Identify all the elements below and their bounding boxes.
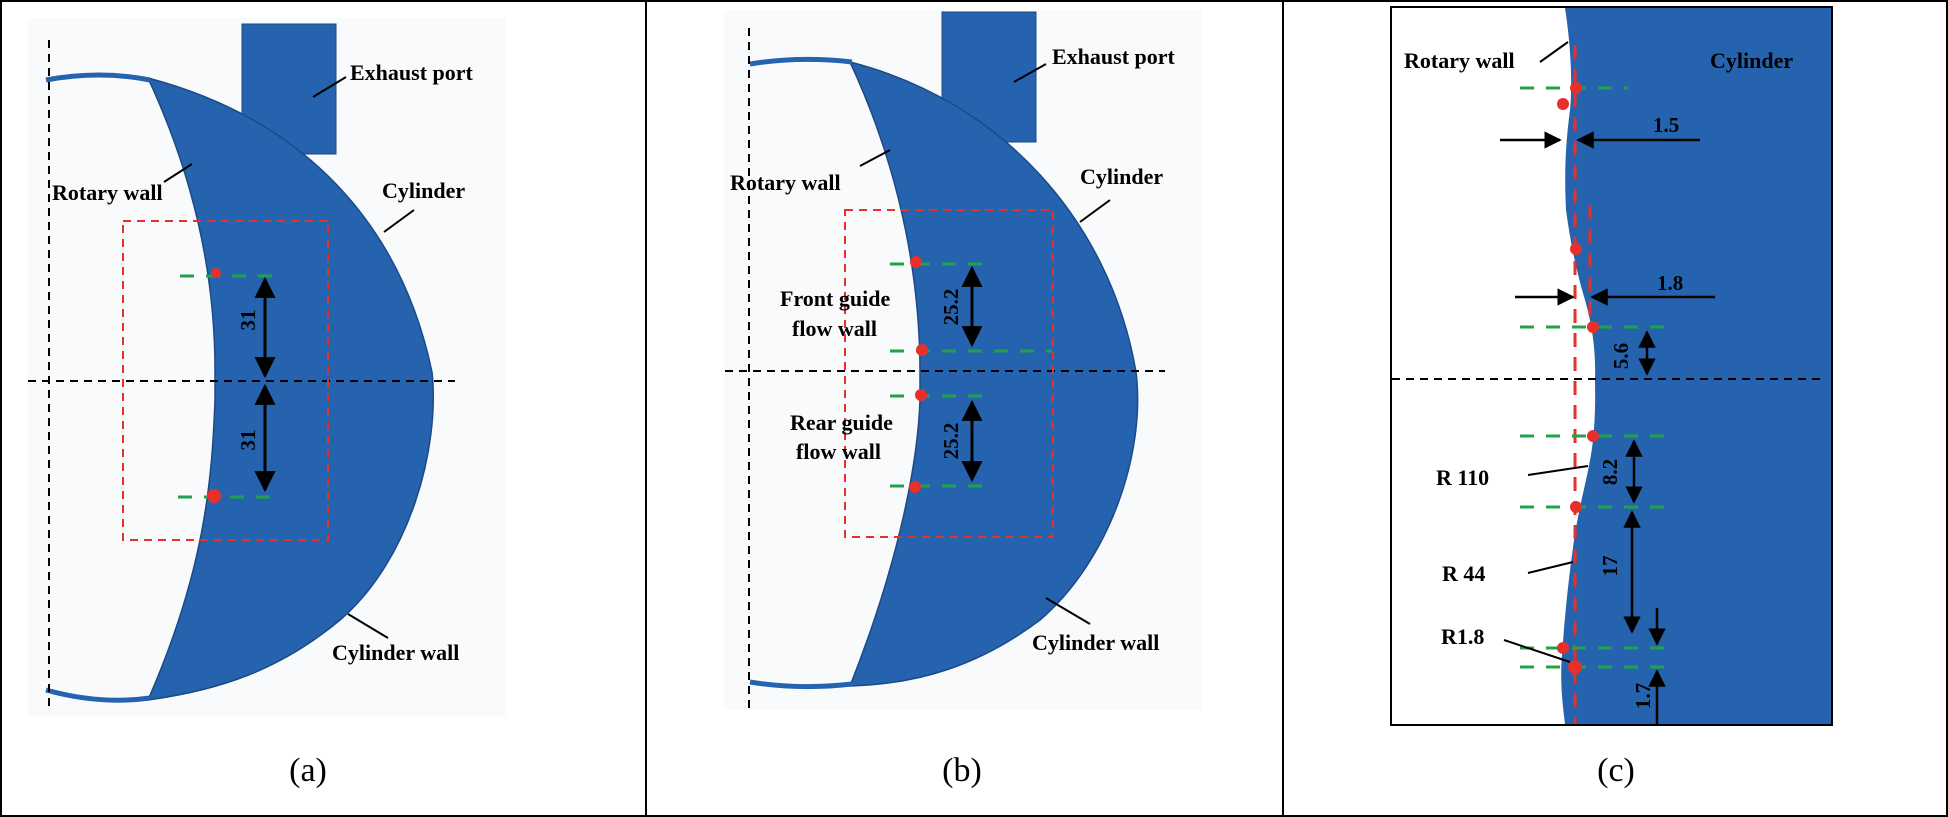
rotary-wall-top-arc	[45, 72, 151, 83]
dim-label-upper: 31	[236, 310, 260, 331]
dim-label-1-7: 1.7	[1631, 683, 1655, 709]
highlight-box	[122, 220, 329, 541]
label-r1-8: R1.8	[1441, 624, 1484, 649]
cylinder-region	[1561, 8, 1831, 724]
dim-label-1-8: 1.8	[1657, 271, 1683, 295]
leader-r110	[1527, 465, 1589, 476]
label-cylinder: Cylinder	[1710, 48, 1793, 73]
leader-cylinder	[1079, 199, 1111, 223]
label-rotary-wall: Rotary wall	[730, 170, 841, 195]
leader-cylinder-wall	[1045, 597, 1091, 625]
point-6	[1570, 501, 1582, 513]
panel-a: 31 31 Exhaust port Rotary wall Cylinder …	[28, 18, 506, 789]
label-exhaust-port: Exhaust port	[350, 60, 474, 85]
leader-r1-8	[1503, 639, 1571, 663]
caption-c: (c)	[1597, 752, 1635, 789]
point-5	[1587, 430, 1599, 442]
point-top	[211, 268, 221, 278]
point-4	[1587, 321, 1599, 333]
point-7	[1557, 642, 1569, 654]
leader-rotary-wall	[163, 163, 193, 183]
highlight-box	[844, 209, 1054, 538]
dim-label-1-5: 1.5	[1653, 113, 1679, 137]
point-1	[910, 256, 922, 268]
leader-exhaust-port	[312, 76, 347, 98]
point-1	[1570, 82, 1582, 94]
point-3	[915, 389, 927, 401]
label-exhaust-port: Exhaust port	[1052, 44, 1176, 69]
label-cylinder-wall: Cylinder wall	[1032, 630, 1159, 655]
dim-label-17: 17	[1598, 556, 1622, 577]
caption-a: (a)	[289, 752, 327, 789]
label-cylinder: Cylinder	[1080, 164, 1163, 189]
point-2	[916, 344, 928, 356]
cylinder-shape	[146, 76, 434, 701]
point-3	[1570, 243, 1582, 255]
leader-rotary-wall	[859, 149, 891, 167]
label-rear-guide-1: Rear guide	[790, 410, 893, 435]
label-r44: R 44	[1442, 561, 1485, 586]
leader-cylinder-wall	[347, 613, 389, 639]
label-rear-guide-2: flow wall	[796, 439, 881, 464]
label-r110: R 110	[1436, 465, 1489, 490]
dim-label-5-6: 5.6	[1609, 343, 1633, 369]
label-front-guide-2: flow wall	[792, 316, 877, 341]
point-2	[1557, 98, 1569, 110]
leader-cylinder	[383, 209, 415, 233]
leader-rotary-wall	[1539, 41, 1569, 63]
leader-r44	[1527, 561, 1574, 574]
dim-label-upper: 25.2	[939, 289, 963, 326]
leader-exhaust-port	[1013, 63, 1047, 83]
label-cylinder: Cylinder	[382, 178, 465, 203]
panel-b: 25.2 25.2 Exhaust port Rotary wall Cylin…	[724, 10, 1202, 789]
label-front-guide-1: Front guide	[780, 286, 890, 311]
dim-label-8-2: 8.2	[1598, 459, 1622, 485]
dim-label-lower: 31	[236, 430, 260, 451]
point-bottom	[207, 489, 221, 503]
panel-c: 1.5 1.8 5.6 8.2 17 1.7 Rotary wall Cylin…	[1390, 6, 1833, 789]
rotary-wall-bottom-arc	[749, 679, 853, 690]
cylinder-shape	[848, 60, 1139, 687]
dim-label-lower: 25.2	[939, 423, 963, 460]
point-8	[1568, 660, 1582, 674]
label-rotary-wall: Rotary wall	[1404, 48, 1515, 73]
rotary-wall-top-arc	[749, 56, 853, 67]
label-rotary-wall: Rotary wall	[52, 180, 163, 205]
point-4	[909, 481, 921, 493]
caption-b: (b)	[942, 752, 982, 789]
label-cylinder-wall: Cylinder wall	[332, 640, 459, 665]
rotary-wall-bottom-arc	[45, 687, 151, 703]
